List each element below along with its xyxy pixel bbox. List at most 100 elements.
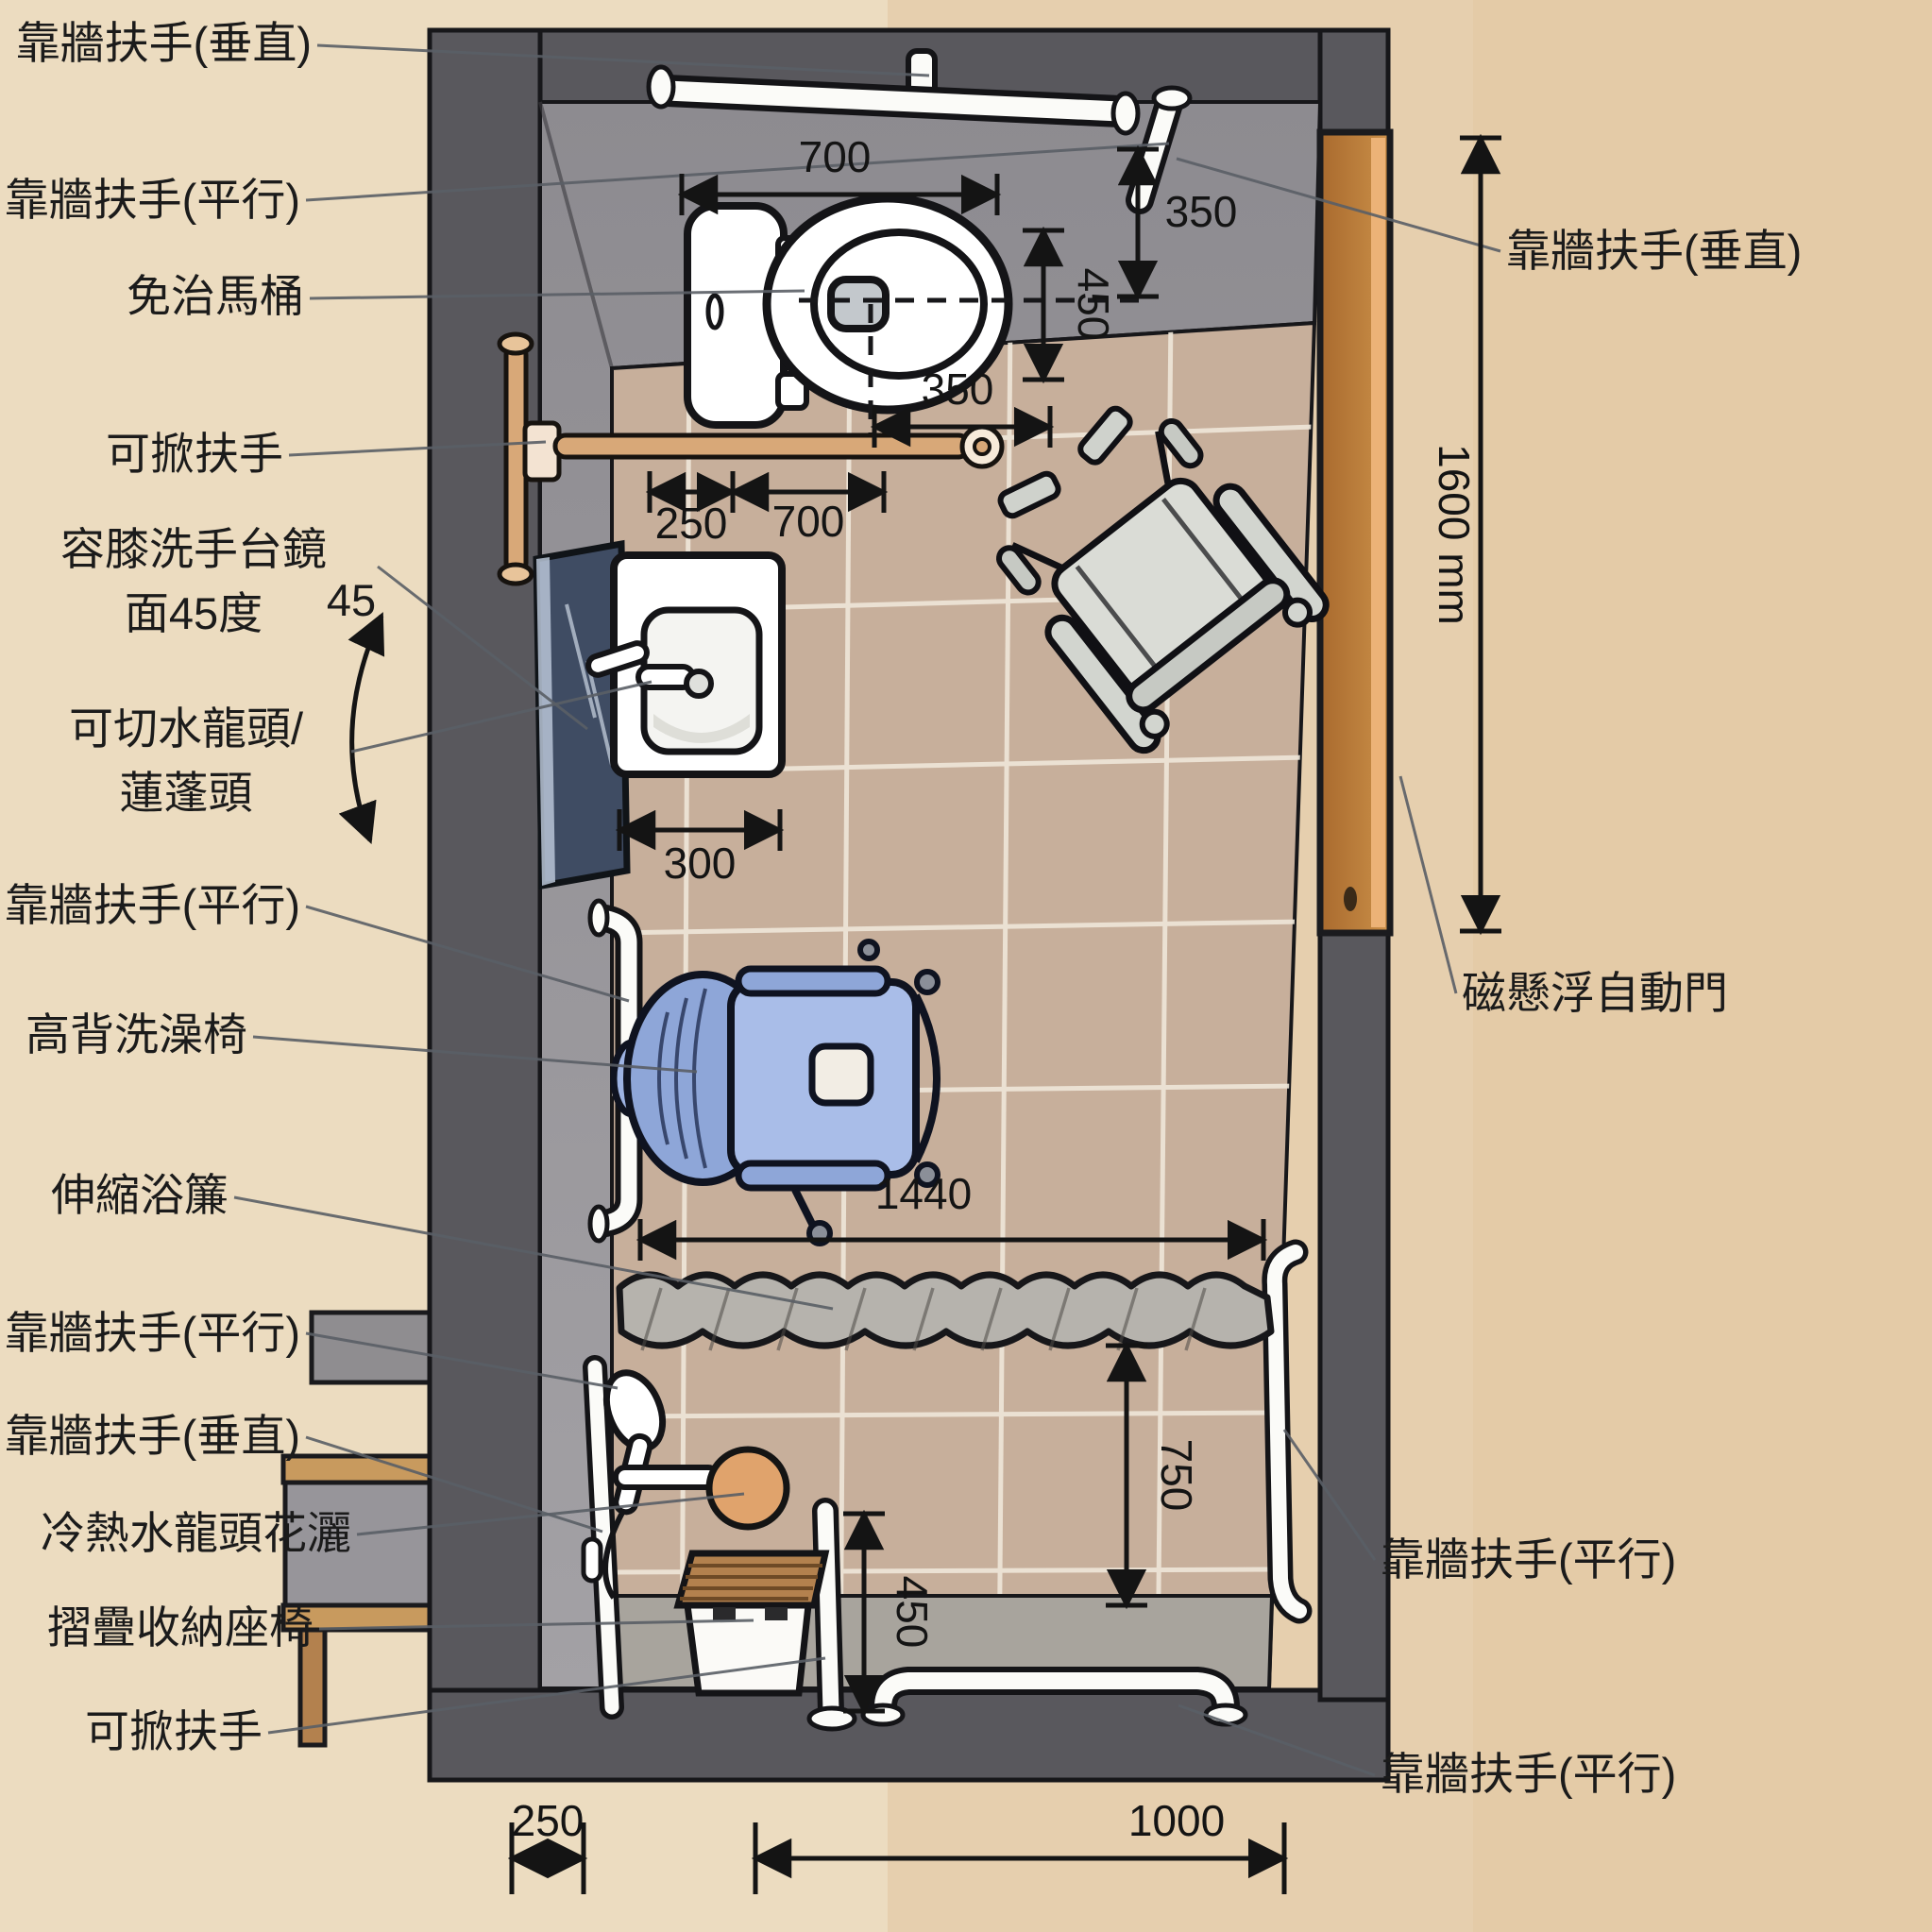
label-grab-parallel-lower: 靠牆扶手(平行) — [5, 1308, 300, 1358]
label-bidet-toilet: 免治馬桶 — [127, 271, 304, 321]
leader-high-back-chair — [252, 1035, 698, 1074]
grab-bar-parallel-right-wall — [1262, 1239, 1313, 1624]
frame-right — [912, 993, 941, 1163]
push-handle — [1139, 708, 1170, 739]
label-knee-sink-mirror: 容膝洗手台鏡面45度 — [60, 524, 327, 638]
svg-text:350: 350 — [1165, 187, 1238, 236]
armrest-top — [735, 965, 891, 997]
mirror-tilt-arc — [338, 612, 385, 844]
caster-left — [995, 545, 1042, 596]
leader-folding-seat — [318, 1618, 754, 1631]
flange — [497, 331, 534, 356]
leader-hot-cold-shower — [356, 1492, 745, 1536]
label-grab-parallel-mid: 靠牆扶手(平行) — [5, 880, 300, 930]
shower-chair-graphic — [610, 939, 941, 1246]
leader-flip-grab-toilet — [288, 440, 547, 457]
caster — [914, 969, 941, 995]
caster — [914, 1161, 941, 1188]
push-handle — [1281, 597, 1313, 628]
flange — [1110, 91, 1141, 136]
door-panel-edge-highlight — [1371, 138, 1385, 927]
wall-top-right-stub — [1317, 27, 1391, 137]
shower-curtain — [616, 1271, 1275, 1351]
svg-text:450: 450 — [888, 1576, 937, 1649]
dimension-bar-length: 700 — [728, 471, 889, 546]
back-ribs — [657, 988, 707, 1169]
background-far-right — [1473, 0, 1932, 1932]
mirror-panel — [533, 539, 631, 890]
dimension-bar-wall-gap: 250 — [645, 471, 737, 548]
sink-basin-shadow — [653, 714, 750, 743]
flange — [497, 562, 534, 586]
dimension-toilet-depth: 450 — [1023, 226, 1118, 384]
label-grab-parallel-right: 靠牆扶手(平行) — [1381, 1534, 1676, 1585]
label-grab-parallel-top: 靠牆扶手(平行) — [5, 175, 300, 225]
label-grab-vertical-lower: 靠牆扶手(垂直) — [5, 1411, 300, 1461]
svg-text:450: 450 — [1069, 268, 1118, 341]
flange — [587, 1204, 610, 1244]
wall-left — [427, 27, 543, 1783]
svg-text:1600 mm: 1600 mm — [1430, 444, 1479, 625]
flange — [860, 1703, 906, 1727]
caster-right — [1158, 417, 1204, 469]
dimension-toilet-width: 700 — [677, 132, 1002, 215]
dimension-shower-depth: 750 — [1106, 1341, 1201, 1610]
corner-seam — [538, 101, 614, 369]
shower-station — [581, 1355, 790, 1720]
leader-knee-sink-mirror — [377, 565, 588, 731]
wall-right-lower — [1317, 927, 1391, 1703]
svg-text:350: 350 — [922, 364, 994, 414]
leader-grab-vertical-right — [1176, 157, 1501, 253]
door-pull-detail — [1344, 887, 1357, 911]
flange — [646, 64, 676, 110]
svg-text:700: 700 — [772, 497, 845, 546]
annotations-layer: 靠牆扶手(垂直)靠牆扶手(平行)免治馬桶可掀扶手容膝洗手台鏡面45度可切水龍頭/… — [5, 18, 1802, 1894]
bar — [552, 432, 972, 460]
mirror-streaks — [565, 603, 614, 766]
dimension-center-to-bar: 350 — [870, 364, 1055, 448]
curtain-body — [616, 1271, 1275, 1349]
hot-cold-shower-head — [705, 1446, 790, 1531]
leader-grab-vertical-lower — [305, 1435, 603, 1534]
label-folding-seat: 摺疊收納座椅 — [47, 1602, 314, 1652]
wheelchair — [995, 405, 1330, 754]
dimension-seat-height: 450 — [843, 1509, 937, 1716]
dimension-door-travel: 1600 mm — [1430, 133, 1501, 936]
shower-rail — [587, 1360, 619, 1715]
label-grab-vertical-top: 靠牆扶手(垂直) — [16, 18, 312, 68]
flange — [587, 898, 610, 938]
leader-grab-parallel-mid — [305, 905, 630, 1003]
dimension-clear-width: 1440 — [636, 1169, 1268, 1261]
bench-skirt — [684, 1602, 812, 1697]
sink — [585, 551, 786, 778]
armrest-bottom — [735, 1160, 891, 1192]
footplate-left — [997, 470, 1061, 519]
folding-bench — [673, 1550, 830, 1697]
rail-clip — [581, 1536, 603, 1584]
curtain-folds — [640, 1287, 1207, 1351]
label-mirror-tilt-angle: 45 — [327, 575, 376, 625]
leader-flip-grab-bottom — [267, 1656, 826, 1735]
leader-grab-parallel-right — [1282, 1429, 1377, 1561]
faucet-tip — [684, 669, 714, 699]
wheel-left — [1044, 614, 1161, 754]
caster — [857, 939, 880, 961]
toilet-tank-button — [705, 293, 724, 330]
svg-text:1000: 1000 — [1128, 1796, 1225, 1845]
leader-grab-parallel-bottom — [1178, 1703, 1376, 1777]
leader-maglev-door — [1398, 775, 1458, 994]
seat-cutout — [808, 1042, 874, 1107]
dimension-door-side-gap: 250 — [507, 1796, 588, 1894]
shower-arm — [613, 1465, 720, 1490]
leader-grab-parallel-top — [305, 142, 1170, 202]
wheelchair-backrest — [1126, 577, 1291, 714]
leader-grab-parallel-lower — [305, 1331, 619, 1390]
toilet-flush-hole — [827, 276, 890, 332]
bench-leg-left — [297, 1627, 328, 1748]
label-retract-curtain: 伸縮浴簾 — [51, 1170, 229, 1220]
toilet — [684, 194, 1139, 440]
shower-hose — [602, 1509, 626, 1600]
toilet-rim — [810, 229, 988, 380]
